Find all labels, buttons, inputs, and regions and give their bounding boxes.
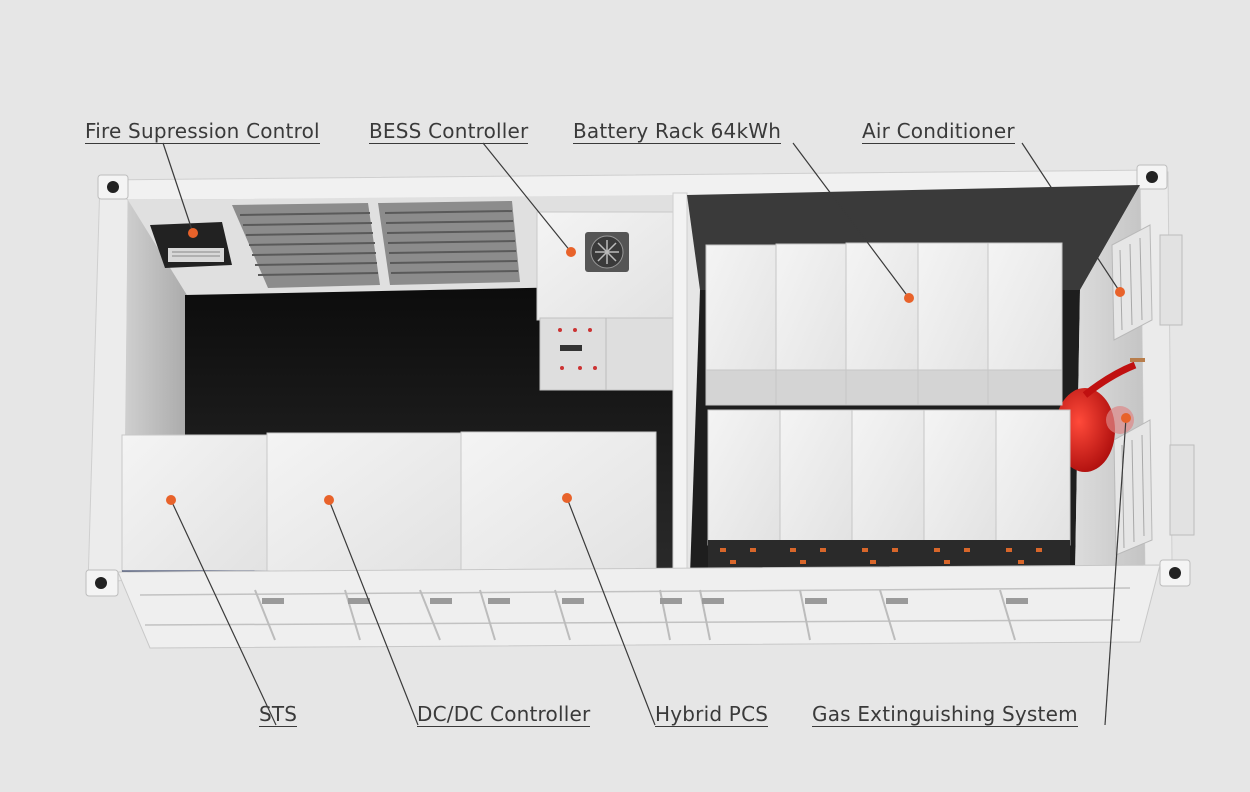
left-compartment bbox=[122, 195, 675, 575]
bess-controller-cabinet bbox=[537, 212, 673, 390]
label-fire-suppression-control: Fire Supression Control bbox=[85, 119, 320, 144]
label-battery-rack: Battery Rack 64kWh bbox=[573, 119, 781, 144]
marker-bess-controller bbox=[566, 247, 576, 257]
divider-wall bbox=[673, 193, 687, 575]
label-gas-extinguishing-system: Gas Extinguishing System bbox=[812, 702, 1078, 727]
marker-air-conditioner bbox=[1115, 287, 1125, 297]
front-wall-doors bbox=[118, 565, 1160, 648]
label-sts: STS bbox=[259, 702, 297, 727]
marker-gas-extinguishing bbox=[1121, 413, 1131, 423]
front-cabinets bbox=[122, 432, 656, 575]
marker-dc-dc bbox=[324, 495, 334, 505]
label-dc-dc-controller: DC/DC Controller bbox=[417, 702, 590, 727]
marker-fire-suppression bbox=[188, 228, 198, 238]
label-air-conditioner: Air Conditioner bbox=[862, 119, 1015, 144]
label-hybrid-pcs: Hybrid PCS bbox=[655, 702, 768, 727]
marker-hybrid-pcs bbox=[562, 493, 572, 503]
right-compartment bbox=[687, 185, 1194, 575]
marker-sts bbox=[166, 495, 176, 505]
label-bess-controller: BESS Controller bbox=[369, 119, 528, 144]
marker-battery-rack bbox=[904, 293, 914, 303]
